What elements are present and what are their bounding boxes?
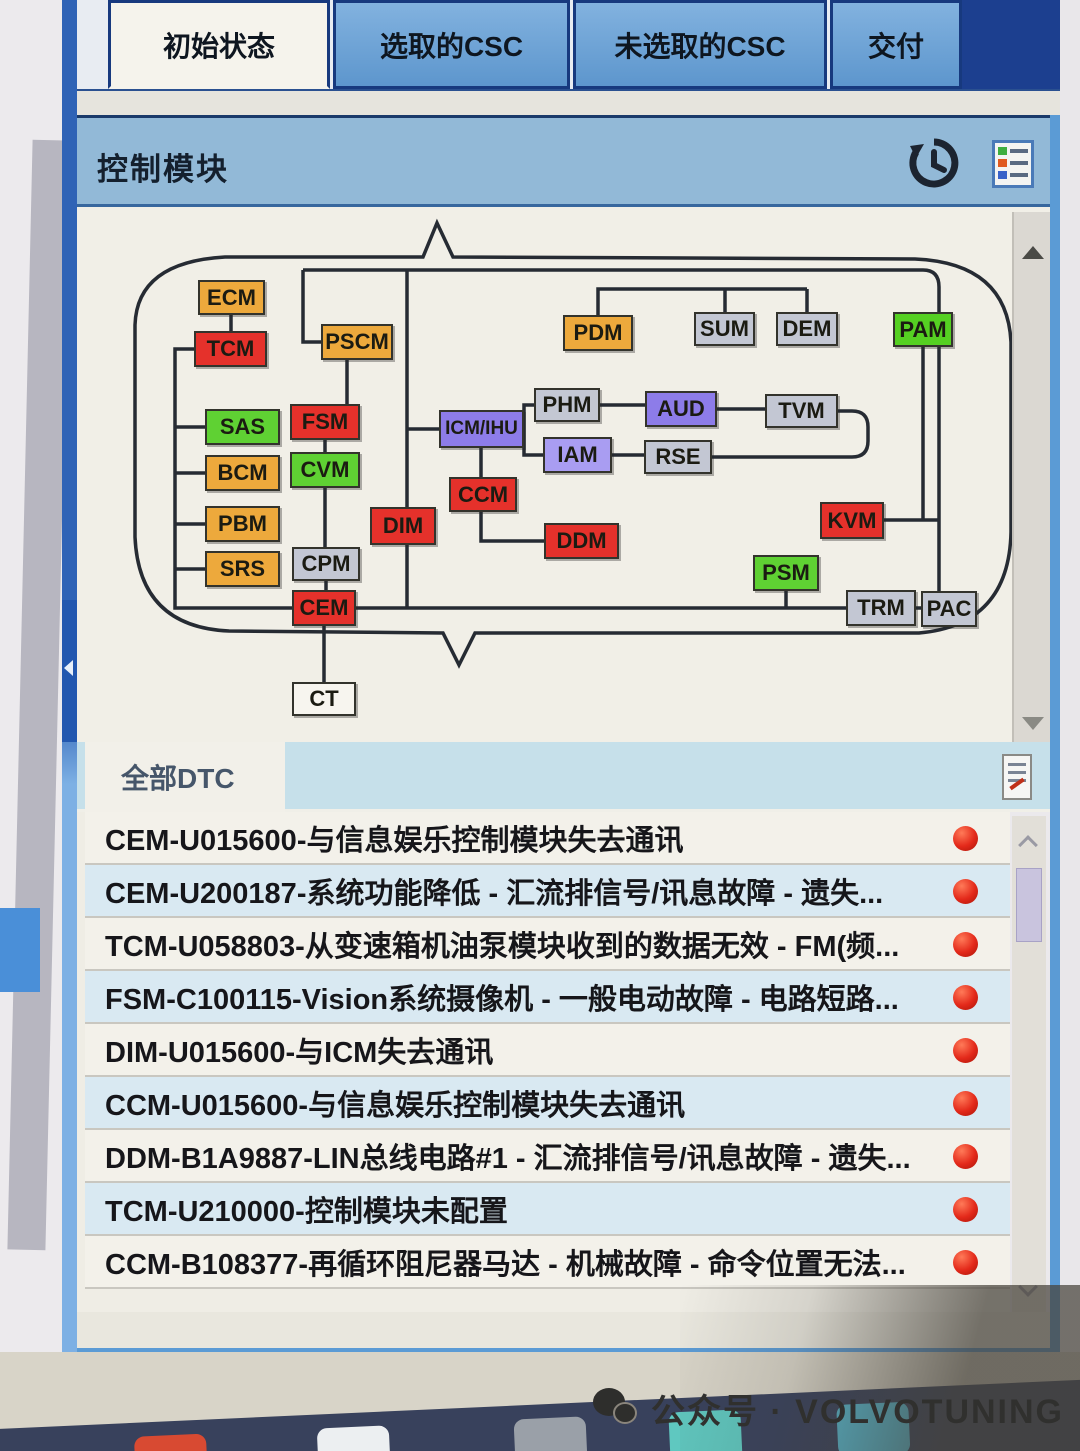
dtc-status-dot (953, 1038, 978, 1063)
panel-collapse-handle[interactable] (62, 600, 78, 742)
dtc-row-text: CEM-U200187-系统功能降低 - 汇流排信号/讯息故障 - 遗失... (105, 877, 884, 910)
control-module-node[interactable]: TRM (846, 590, 916, 626)
control-module-node[interactable]: CCM (449, 477, 517, 512)
control-module-node[interactable]: AUD (645, 391, 717, 427)
tab-bar-filler (961, 0, 1060, 89)
diagram-scrollbar[interactable] (1012, 212, 1050, 742)
dtc-status-dot (953, 932, 978, 957)
scroll-down-icon[interactable] (1018, 1277, 1038, 1297)
control-module-node[interactable]: CPM (292, 547, 360, 581)
app-right-border (1050, 115, 1060, 1352)
control-module-node[interactable]: PAC (921, 591, 977, 627)
scroll-up-icon[interactable] (1022, 246, 1044, 259)
control-module-node[interactable]: CVM (290, 452, 360, 488)
control-module-node[interactable]: SUM (694, 312, 755, 346)
control-module-node[interactable]: ICM/IHU (439, 410, 524, 448)
dtc-tab-row: 全部DTC (77, 742, 1050, 812)
tab-bar-separator (77, 89, 1060, 115)
dtc-status-dot (953, 1144, 978, 1169)
dtc-list: CEM-U015600-与信息娱乐控制模块失去通讯 CEM-U200187-系统… (77, 812, 1010, 1312)
control-module-node[interactable]: SRS (205, 551, 280, 587)
control-module-node[interactable]: TCM (194, 331, 267, 367)
dtc-status-dot (953, 1197, 978, 1222)
dtc-row[interactable]: CEM-U015600-与信息娱乐控制模块失去通讯 (85, 812, 1010, 865)
watermark: 公众号 · VOLVOTUNING (592, 1384, 1064, 1433)
tab-bar: 初始状态 选取的CSC 未选取的CSC 交付 (77, 0, 1060, 89)
dtc-row-text: CEM-U015600-与信息娱乐控制模块失去通讯 (105, 824, 684, 857)
tab-delivery[interactable]: 交付 (830, 0, 962, 89)
control-module-node[interactable]: BCM (205, 455, 280, 491)
control-module-node[interactable]: TVM (765, 394, 838, 428)
control-module-node[interactable]: PSM (753, 555, 819, 591)
control-module-node[interactable]: PHM (534, 388, 600, 422)
control-module-node[interactable]: SAS (205, 409, 280, 445)
dtc-row[interactable]: DIM-U015600-与ICM失去通讯 (85, 1024, 1010, 1077)
tab-all-dtc[interactable]: 全部DTC (85, 742, 285, 812)
dtc-status-dot (953, 1250, 978, 1275)
car-outline-and-links (133, 218, 1013, 682)
background-window-fragment (0, 908, 40, 992)
history-icon[interactable] (906, 134, 962, 192)
dtc-row-text: TCM-U210000-控制模块未配置 (105, 1195, 508, 1228)
scrollbar-thumb[interactable] (1016, 868, 1042, 942)
dtc-row-text: CCM-B108377-再循环阻尼器马达 - 机械故障 - 命令位置无法... (105, 1248, 906, 1281)
section-title: 控制模块 (97, 152, 229, 187)
dtc-row[interactable]: CCM-B108377-再循环阻尼器马达 - 机械故障 - 命令位置无法... (85, 1236, 1010, 1289)
vehicle-network-diagram: ECM TCM PSCM PDM SUM DEM PAM SAS FSM BCM… (77, 207, 1035, 742)
scroll-down-icon[interactable] (1022, 717, 1044, 730)
taskbar-app-icon[interactable] (316, 1425, 392, 1451)
dtc-status-dot (953, 985, 978, 1010)
watermark-text: 公众号 · VOLVOTUNING (650, 1393, 1064, 1431)
control-module-node[interactable]: IAM (543, 437, 612, 473)
wechat-icon (592, 1387, 639, 1430)
dtc-row[interactable]: TCM-U210000-控制模块未配置 (85, 1183, 1010, 1236)
control-module-node[interactable]: PSCM (321, 324, 393, 360)
control-module-node[interactable]: CT (292, 682, 356, 716)
scroll-up-icon[interactable] (1018, 835, 1038, 855)
control-module-node[interactable]: DEM (776, 312, 838, 346)
dtc-row[interactable]: TCM-U058803-从变速箱机油泵模块收到的数据无效 - FM(频... (85, 918, 1010, 971)
control-module-node[interactable]: DDM (544, 523, 619, 559)
dtc-row-text: TCM-U058803-从变速箱机油泵模块收到的数据无效 - FM(频... (105, 930, 900, 963)
control-module-node[interactable]: RSE (644, 440, 712, 474)
collapse-arrow-icon (64, 660, 73, 676)
legend-icon[interactable] (984, 134, 1040, 192)
dtc-status-dot (953, 879, 978, 904)
taskbar-app-icon[interactable] (513, 1416, 588, 1451)
dtc-scrollbar[interactable] (1012, 816, 1046, 1312)
tab-initial-state[interactable]: 初始状态 (108, 0, 330, 89)
control-module-node[interactable]: FSM (290, 404, 360, 440)
taskbar-app-icon[interactable] (133, 1433, 209, 1451)
control-module-node[interactable]: KVM (820, 502, 884, 539)
tab-selected-csc[interactable]: 选取的CSC (333, 0, 570, 89)
dtc-row[interactable]: CCM-U015600-与信息娱乐控制模块失去通讯 (85, 1077, 1010, 1130)
dtc-row-text: DIM-U015600-与ICM失去通讯 (105, 1036, 494, 1069)
dtc-row[interactable]: DDM-B1A9887-LIN总线电路#1 - 汇流排信号/讯息故障 - 遗失.… (85, 1130, 1010, 1183)
section-header: 控制模块 (77, 115, 1050, 207)
dtc-status-dot (953, 826, 978, 851)
dtc-row[interactable]: CEM-U200187-系统功能降低 - 汇流排信号/讯息故障 - 遗失... (85, 865, 1010, 918)
app-footer (77, 1312, 1050, 1352)
legend-icon-box (992, 140, 1034, 188)
dtc-status-dot (953, 1091, 978, 1116)
dtc-row[interactable]: FSM-C100115-Vision系统摄像机 - 一般电动故障 - 电路短路.… (85, 971, 1010, 1024)
photo-right-margin (1060, 0, 1080, 1451)
dtc-row-text: DDM-B1A9887-LIN总线电路#1 - 汇流排信号/讯息故障 - 遗失.… (105, 1142, 911, 1175)
tab-unselected-csc[interactable]: 未选取的CSC (573, 0, 827, 89)
control-module-node[interactable]: DIM (370, 507, 436, 545)
control-module-node[interactable]: CEM (292, 590, 356, 626)
control-module-node[interactable]: PDM (563, 315, 633, 351)
control-module-node[interactable]: PBM (205, 506, 280, 542)
control-module-node[interactable]: ECM (198, 280, 265, 315)
dtc-row-text: CCM-U015600-与信息娱乐控制模块失去通讯 (105, 1089, 686, 1122)
vehicle-network-panel: ECM TCM PSCM PDM SUM DEM PAM SAS FSM BCM… (77, 207, 1050, 742)
control-module-node[interactable]: PAM (893, 312, 953, 347)
dtc-row-text: FSM-C100115-Vision系统摄像机 - 一般电动故障 - 电路短路.… (105, 983, 899, 1016)
dtc-report-icon[interactable] (1002, 754, 1032, 800)
